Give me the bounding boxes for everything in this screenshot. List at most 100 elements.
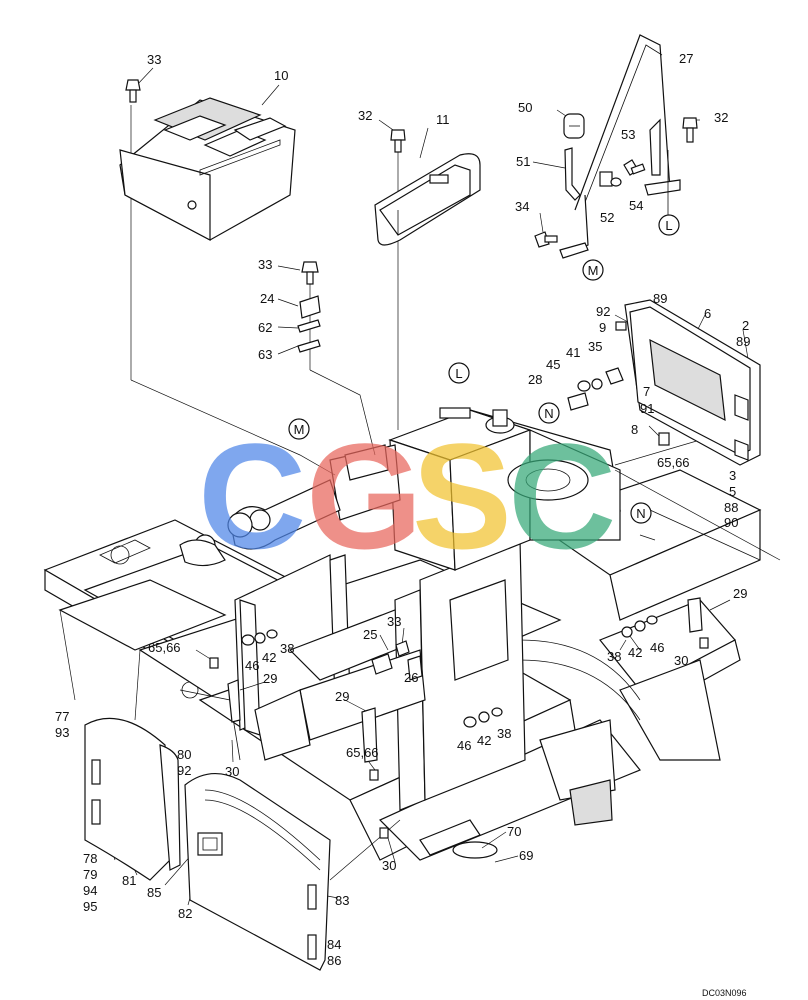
marker-n-top: N (544, 406, 553, 421)
watermark-letter-s: S (412, 412, 512, 580)
reference-markers: L M N L M N (288, 214, 680, 524)
marker-l-frame: L (455, 366, 462, 381)
cover-11 (374, 153, 481, 246)
label-34: 34 (515, 199, 529, 214)
label-33: 33 (147, 52, 161, 67)
bolt-33-mid (301, 261, 319, 285)
label-69: 69 (519, 848, 533, 863)
drawing-code: DC03N096 (702, 988, 747, 998)
watermark-letter-c2: C (508, 412, 616, 580)
label-53: 53 (621, 127, 635, 142)
label-42: 42 (477, 733, 491, 748)
main-frame (43, 407, 762, 861)
label-86: 86 (327, 953, 341, 968)
label-46: 46 (245, 658, 259, 673)
label-89: 89 (653, 291, 667, 306)
small-parts-door (567, 321, 670, 446)
label-83: 83 (335, 893, 349, 908)
washer-54 (610, 177, 622, 187)
label-28: 28 (528, 372, 542, 387)
label-88: 88 (724, 500, 738, 515)
door-81 (84, 717, 181, 881)
label-11: 11 (436, 112, 450, 127)
label-90: 90 (724, 515, 738, 530)
label-38: 38 (497, 726, 511, 741)
label-63: 63 (258, 347, 272, 362)
label-10: 10 (274, 68, 288, 83)
label-3: 3 (729, 468, 736, 483)
label-46: 46 (650, 640, 664, 655)
label-84: 84 (327, 937, 341, 952)
bolt-53 (623, 159, 646, 176)
bar-m-right (559, 194, 589, 259)
door-82-83 (184, 773, 331, 971)
label-33: 33 (387, 614, 401, 629)
label-62: 62 (258, 320, 272, 335)
marker-l-top: L (665, 218, 672, 233)
label-70: 70 (507, 824, 521, 839)
shim-63 (297, 339, 321, 353)
label-24: 24 (260, 291, 274, 306)
label-82: 82 (178, 906, 192, 921)
label-95: 95 (83, 899, 97, 914)
label-30: 30 (674, 653, 688, 668)
label-77: 77 (55, 709, 69, 724)
handrail-27 (574, 34, 681, 225)
watermark-letter-g: G (306, 412, 423, 580)
frame-hardware (209, 597, 709, 839)
label-26: 26 (404, 670, 418, 685)
label-92: 92 (177, 763, 191, 778)
label-80: 80 (177, 747, 191, 762)
bracket-51 (564, 147, 581, 201)
label-91: 91 (640, 401, 654, 416)
label-93: 93 (55, 725, 69, 740)
label-94: 94 (83, 883, 97, 898)
pad-50 (563, 113, 585, 139)
bolt-34 (534, 231, 558, 248)
label-79: 79 (83, 867, 97, 882)
bolt-33-top (125, 79, 141, 103)
label-32: 32 (358, 108, 372, 123)
bolt-32-right (682, 117, 698, 143)
label-29: 29 (263, 671, 277, 686)
label-29: 29 (733, 586, 747, 601)
label-78: 78 (83, 851, 97, 866)
label-50: 50 (518, 100, 532, 115)
battery-cover-10 (119, 97, 296, 241)
label-30: 30 (225, 764, 239, 779)
watermark-letter-c1: C (198, 412, 306, 580)
label-38: 38 (607, 649, 621, 664)
label-85: 85 (147, 885, 161, 900)
marker-m-frame: M (294, 422, 305, 437)
door-6 (624, 299, 761, 466)
label-29: 29 (335, 689, 349, 704)
label-65-66: 65,66 (346, 745, 379, 760)
label-7: 7 (643, 384, 650, 399)
label-33: 33 (258, 257, 272, 272)
label-30: 30 (382, 858, 396, 873)
marker-n-frame: N (636, 506, 645, 521)
label-52: 52 (600, 210, 614, 225)
label-41: 41 (566, 345, 580, 360)
label-27: 27 (679, 51, 693, 66)
label-5: 5 (729, 484, 736, 499)
label-6: 6 (704, 306, 711, 321)
bolt-32-left (390, 129, 406, 153)
label-35: 35 (588, 339, 602, 354)
label-42: 42 (628, 645, 642, 660)
label-92: 92 (596, 304, 610, 319)
label-89: 89 (736, 334, 750, 349)
part-labels: 33 10 32 11 27 50 32 53 51 52 54 34 33 2… (55, 51, 750, 968)
label-46: 46 (457, 738, 471, 753)
label-32: 32 (714, 110, 728, 125)
shim-62 (297, 319, 321, 333)
label-45: 45 (546, 357, 560, 372)
label-81: 81 (122, 873, 136, 888)
label-38: 38 (280, 641, 294, 656)
label-42: 42 (262, 650, 276, 665)
watermark: C G S C (198, 412, 616, 580)
label-51: 51 (516, 154, 530, 169)
label-65-66: 65,66 (148, 640, 181, 655)
label-2: 2 (742, 318, 749, 333)
